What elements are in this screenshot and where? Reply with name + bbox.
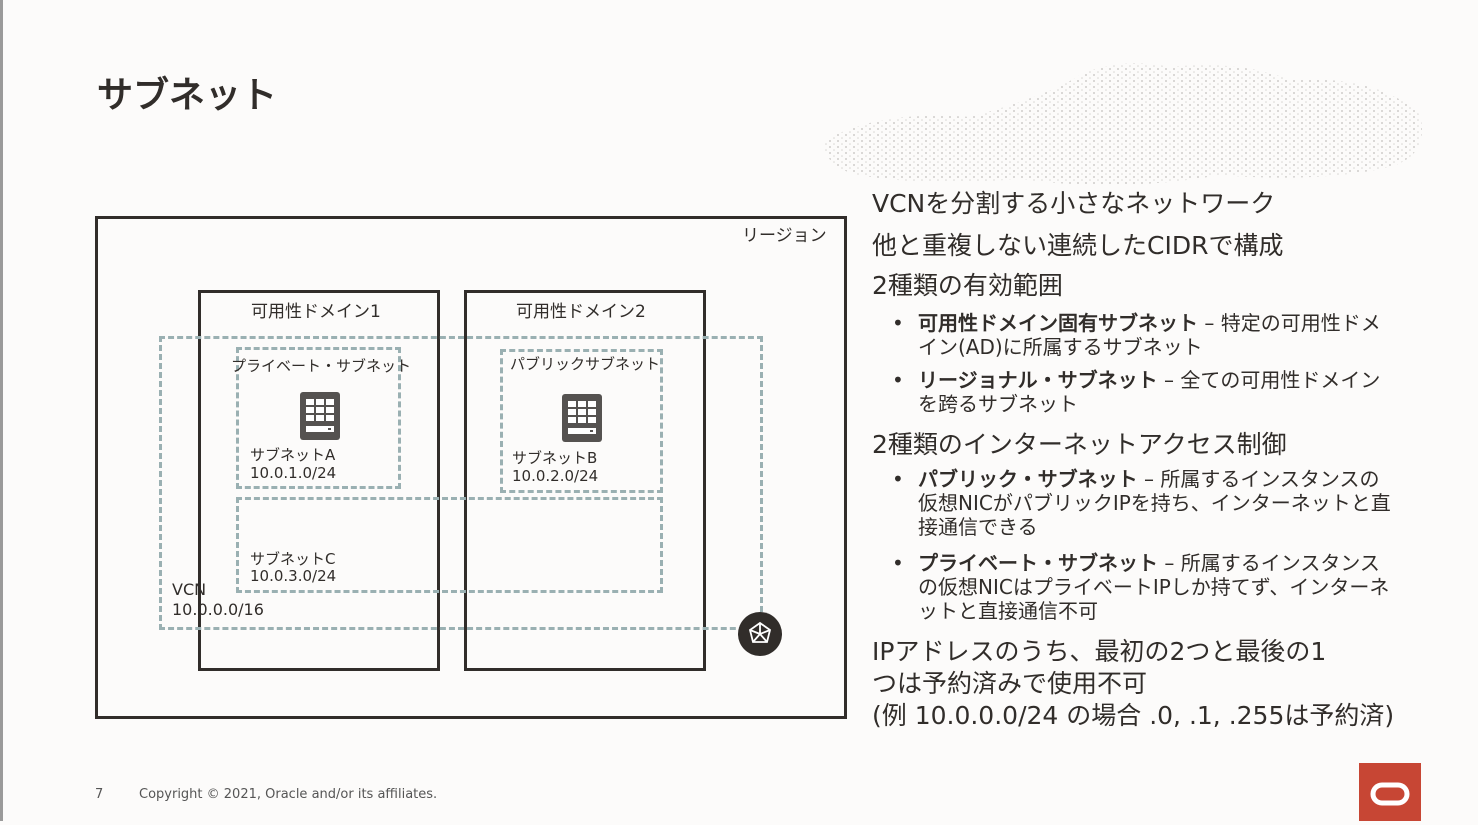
private-subnet-label: プライベート・サブネット	[231, 357, 412, 375]
bullet-bold: リージョナル・サブネット	[918, 368, 1158, 392]
ad1-label: 可用性ドメイン1	[251, 302, 381, 322]
oracle-logo	[1359, 763, 1421, 821]
vcn-boundary	[159, 336, 763, 630]
subnet-a-cidr: 10.0.1.0/24	[250, 464, 337, 482]
region-box	[95, 216, 847, 719]
text-line-5b: つは予約済みで使用不可	[872, 669, 1148, 698]
subnet-a-boundary	[236, 347, 401, 489]
bullet-bold: 可用性ドメイン固有サブネット	[918, 311, 1198, 335]
availability-domain-2-box	[464, 290, 706, 671]
bullet-dot: •	[892, 311, 904, 335]
subnet-c-cidr: 10.0.3.0/24	[250, 567, 337, 585]
server-icon	[562, 394, 602, 442]
bullet-bold: パブリック・サブネット	[918, 467, 1138, 491]
region-label: リージョン	[742, 226, 827, 246]
internet-gateway-icon	[738, 612, 782, 656]
subnet-b-cidr: 10.0.2.0/24	[512, 467, 599, 485]
text-line-2: 他と重複しない連続したCIDRで構成	[872, 231, 1284, 260]
oracle-logo-icon	[1370, 782, 1410, 806]
page-number: 7	[95, 787, 104, 802]
subnet-a-name: サブネットA	[250, 446, 336, 464]
copyright-text: Copyright © 2021, Oracle and/or its affi…	[139, 787, 438, 802]
bullet-regional: リージョナル・サブネット – 全ての可用性ドメインを跨るサブネット	[918, 368, 1398, 416]
decorative-texture	[824, 63, 1422, 186]
public-subnet-label: パブリックサブネット	[510, 355, 661, 373]
bullet-text: – 所属するインスタンスの仮想NICはプライベートIPしか持てず、インターネット…	[918, 551, 1390, 623]
server-icon	[300, 392, 340, 440]
bullet-text: – 特定の可用性ドメイン(AD)に所属するサブネット	[918, 311, 1381, 359]
ad2-label: 可用性ドメイン2	[516, 302, 646, 322]
bullet-dot: •	[892, 467, 904, 491]
bullet-bold: プライベート・サブネット	[918, 551, 1158, 575]
subnet-b-boundary	[500, 349, 663, 493]
bullet-public: パブリック・サブネット – 所属するインスタンスの仮想NICがパブリックIPを持…	[918, 467, 1398, 539]
bullet-dot: •	[892, 368, 904, 392]
availability-domain-1-box	[198, 290, 440, 671]
bullet-text: – 所属するインスタンスの仮想NICがパブリックIPを持ち、インターネットと直接…	[918, 467, 1391, 539]
text-line-3: 2種類の有効範囲	[872, 271, 1063, 300]
slide-title: サブネット	[97, 75, 278, 116]
text-line-5c: (例 10.0.0.0/24 の場合 .0, .1, .255は予約済)	[872, 701, 1395, 730]
bullet-private: プライベート・サブネット – 所属するインスタンスの仮想NICはプライベートIP…	[918, 551, 1398, 623]
bullet-ad-specific: 可用性ドメイン固有サブネット – 特定の可用性ドメイン(AD)に所属するサブネッ…	[918, 311, 1398, 359]
bullet-text: – 全ての可用性ドメインを跨るサブネット	[918, 368, 1381, 416]
vcn-cidr: 10.0.0.0/16	[172, 600, 264, 619]
subnet-c-boundary	[236, 497, 663, 593]
left-edge-rule	[0, 0, 3, 821]
bullet-dot: •	[892, 551, 904, 575]
text-line-1: VCNを分割する小さなネットワーク	[872, 189, 1276, 218]
subnet-b-name: サブネットB	[512, 449, 598, 467]
subnet-c-name: サブネットC	[250, 550, 336, 568]
vcn-name: VCN	[172, 580, 207, 599]
text-line-5a: IPアドレスのうち、最初の2つと最後の1	[872, 637, 1327, 666]
text-line-4: 2種類のインターネットアクセス制御	[872, 430, 1287, 459]
